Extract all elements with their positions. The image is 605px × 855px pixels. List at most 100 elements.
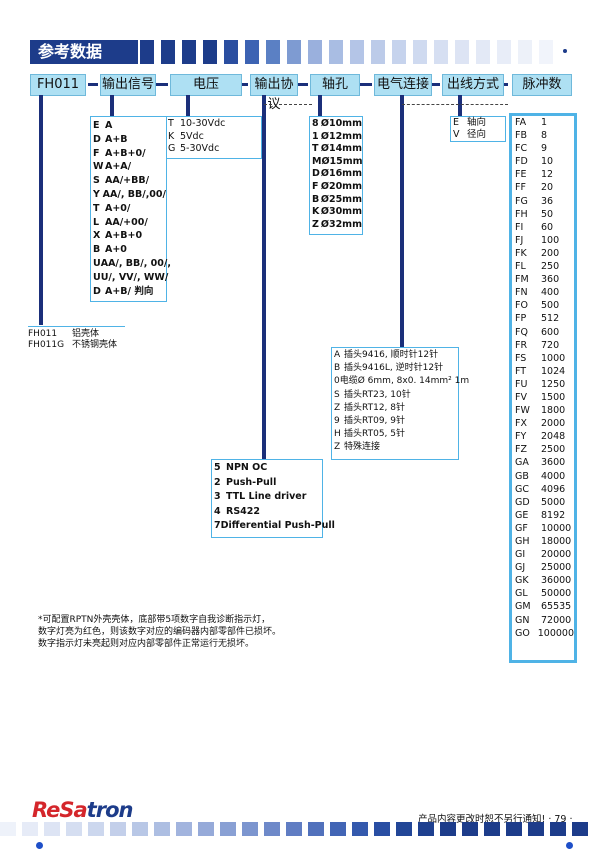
protocol-code: 5 [214, 462, 221, 473]
connection-value: 插头9416L, 逆时针12针 [344, 363, 444, 374]
protocol-value: Differential Push-Pull [220, 520, 335, 532]
shaft-value: Ø30mm [320, 206, 362, 218]
pulses-code: FR [515, 339, 528, 351]
shaft-value: Ø16mm [320, 168, 362, 180]
pulses-code: FJ [515, 234, 524, 246]
connection-value: 插头RT09, 9针 [344, 415, 405, 426]
pulses-code: FX [515, 418, 527, 430]
output_signal-code: W [93, 161, 104, 173]
connection-value: 特殊连接 [344, 442, 381, 453]
output_signal-code: E [93, 120, 100, 131]
pulses-code: GJ [515, 562, 526, 574]
output_signal-row: UU/, VV/, WW/ [93, 271, 168, 285]
pulses-value: 600 [541, 326, 560, 338]
pulses-value: 500 [541, 300, 560, 312]
footnote-line: 数字指示灯未亮起则对应内部零部件正常运行无损坏。 [38, 639, 255, 649]
output_signal-code: D [93, 285, 101, 297]
pulses-value: 1800 [541, 405, 566, 417]
page-number: · 79 · [548, 814, 573, 825]
pulses-value: 20000 [541, 549, 572, 561]
connector-signal [110, 95, 114, 116]
footnote-line: 数字灯亮为红色，则该数字对应的编码器内部零部件已损坏。 [38, 627, 282, 637]
pulses-value: 36 [541, 195, 554, 207]
connection-code: A [334, 350, 341, 360]
outlet-value: 轴向 [467, 117, 487, 128]
protocol-code: 2 [214, 476, 221, 488]
pulses-code: FS [515, 352, 527, 364]
shaft-code: D [312, 168, 320, 180]
connection-value: 电缆Ø 6mm, 8x0. 14mm² 1m [339, 376, 470, 387]
pulses-value: 18000 [541, 536, 572, 547]
pulses-code: GN [515, 614, 530, 626]
pulses-value: 1250 [541, 378, 566, 390]
shaft-code: Z [312, 218, 319, 230]
connection-value: 插头RT05, 5针 [344, 429, 405, 440]
output_signal-code: U [93, 257, 101, 269]
pulses-code: FU [515, 378, 528, 390]
shaft-code: M [312, 155, 322, 167]
output_signal-value: A+0 [105, 244, 127, 256]
protocol-code: 7 [214, 520, 221, 532]
protocol-row: 2 Push-Pull [214, 476, 322, 491]
pulses-value: 50 [541, 208, 554, 220]
pulses-code: GO [515, 627, 530, 639]
shaft-value: Ø32mm [320, 218, 362, 230]
connector-outlet [458, 95, 462, 116]
footnote-line: *可配置RPTN外壳壳体，底部带5项数字自我诊断指示灯， [38, 615, 271, 625]
output_signal-code: S [93, 175, 100, 187]
output_signal-row: B A+0 [93, 243, 166, 257]
page-title: 参考数据 [30, 40, 138, 64]
pulses-code: FI [515, 221, 524, 233]
output_signal-value: AA/+BB/ [105, 175, 150, 187]
shaft-code: K [312, 206, 320, 218]
pulses-value: 4000 [541, 470, 566, 482]
pulses-value: 2500 [541, 444, 566, 456]
pulses-value: 720 [541, 339, 560, 351]
header-output-signal: 输出信号 [100, 74, 156, 96]
pulses-code: GF [515, 522, 528, 534]
housing-code: FH011G [28, 340, 65, 350]
protocol-value: Push-Pull [226, 476, 277, 488]
pulses-value: 360 [541, 274, 560, 286]
output_signal-value: A+B [105, 133, 128, 145]
housing-value: 铝壳体 [72, 329, 100, 339]
pulses-code: GE [515, 509, 529, 521]
pulses-code: FE [515, 169, 527, 181]
connection-code: S [334, 389, 340, 400]
voltage-value: 5-30Vdc [180, 143, 220, 154]
voltage-code: K [168, 130, 175, 142]
connector-housing [39, 95, 43, 325]
resatron-logo: ReSatron [32, 798, 133, 822]
output_signal-code: B [93, 244, 101, 256]
connection-code: B [334, 363, 341, 374]
